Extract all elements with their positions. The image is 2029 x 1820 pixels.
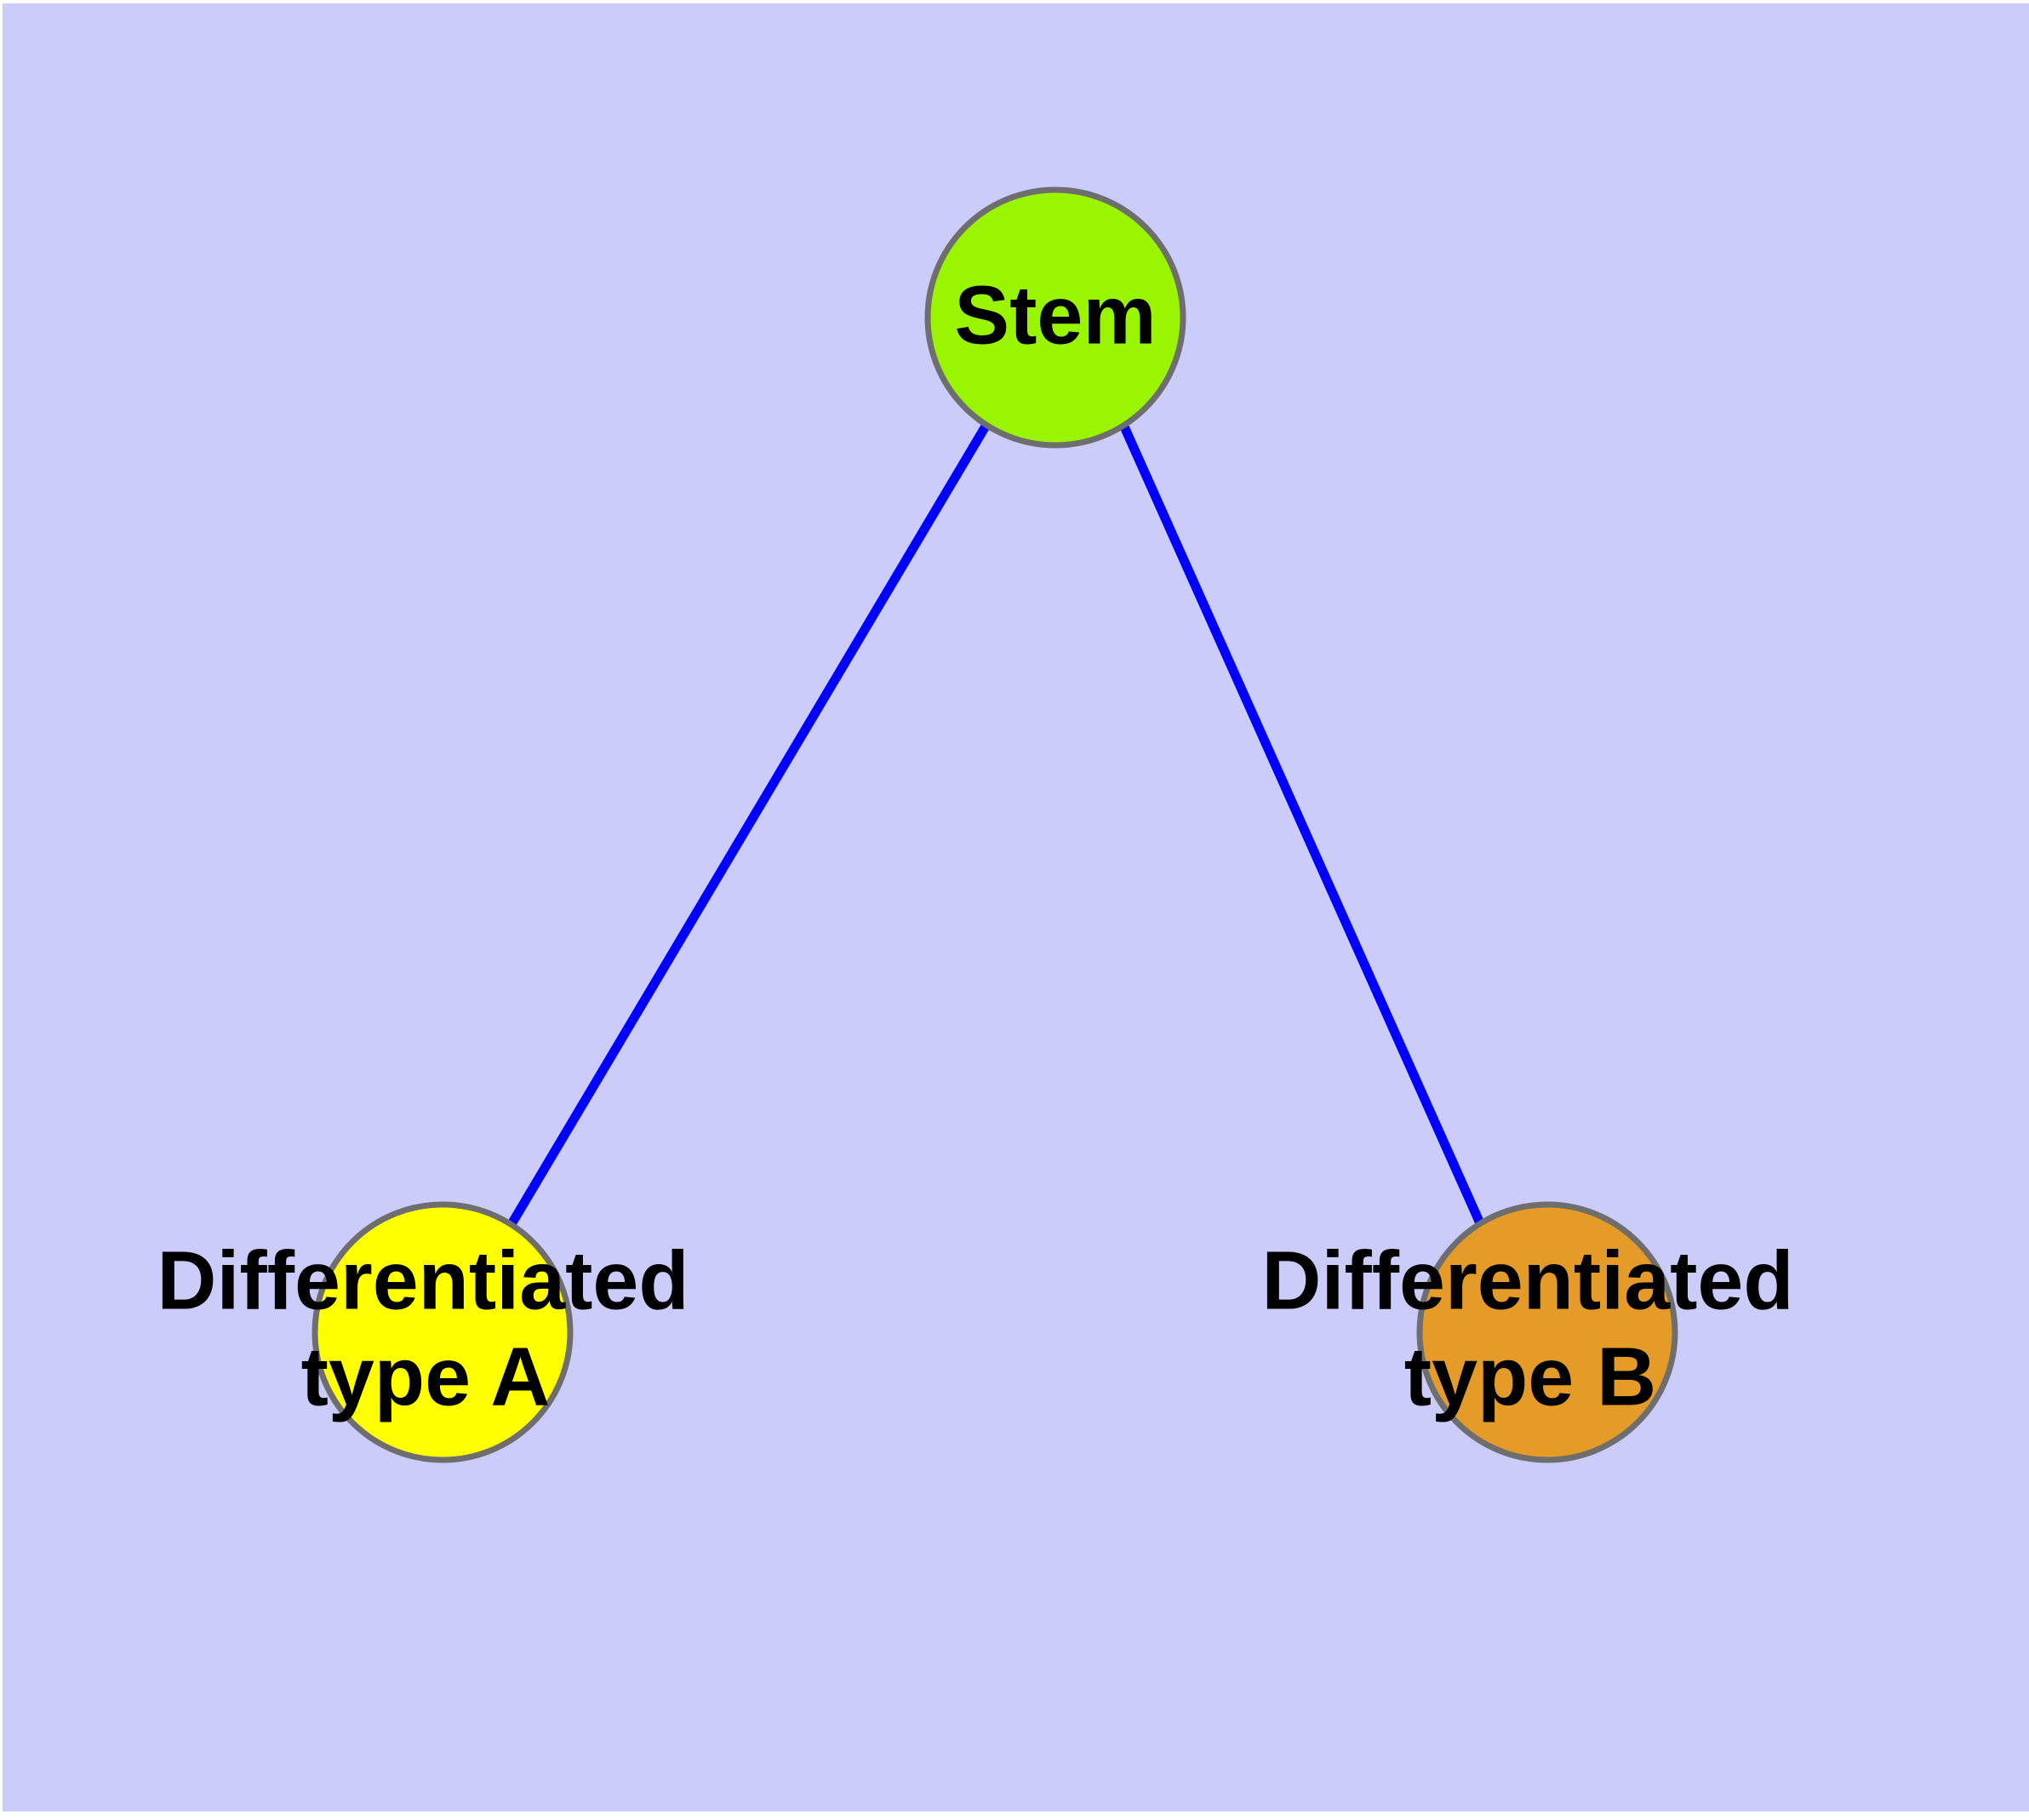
node-differentiated-type-b-label-line2: type B: [1404, 1331, 1656, 1423]
node-stem[interactable]: Stem: [924, 186, 1186, 449]
node-differentiated-type-b-circle[interactable]: [1416, 1201, 1678, 1463]
node-differentiated-type-a[interactable]: Differentiated type A: [157, 1201, 689, 1463]
node-stem-circle[interactable]: [924, 186, 1186, 449]
node-differentiated-type-a-label-line1: Differentiated: [157, 1234, 689, 1327]
node-stem-label: Stem: [954, 269, 1156, 362]
node-differentiated-type-a-label-line2: type A: [301, 1331, 551, 1423]
node-differentiated-type-b[interactable]: Differentiated type B: [1261, 1201, 1794, 1463]
node-differentiated-type-b-label-line1: Differentiated: [1261, 1234, 1793, 1327]
edge-stem-to-differentiated-b[interactable]: [1118, 422, 1485, 1226]
node-differentiated-type-a-circle[interactable]: [311, 1201, 574, 1463]
edge-stem-to-differentiated-a[interactable]: [507, 422, 991, 1227]
edges-layer: [507, 422, 1485, 1227]
